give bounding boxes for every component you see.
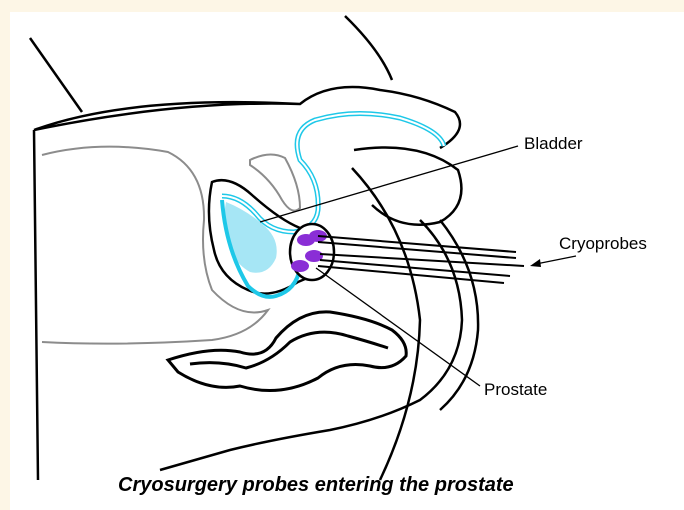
figure-caption: Cryosurgery probes entering the prostate: [118, 474, 514, 497]
torso-back-outline: [30, 38, 82, 112]
prostate-leader-line: [316, 268, 480, 386]
cryoprobes-arrow: [530, 256, 576, 267]
scrotum-outline: [354, 148, 461, 225]
bladder-wall-cyan-inner: [222, 113, 444, 232]
cryoprobes-label: Cryoprobes: [559, 234, 647, 254]
probe-tip-4: [291, 260, 309, 272]
bladder-label: Bladder: [524, 134, 583, 154]
perineum-curve-inner: [352, 168, 420, 480]
torso-front-outline: [345, 16, 392, 80]
prostate-label: Prostate: [484, 380, 547, 400]
cryoprobe-lines: [318, 236, 524, 283]
rectum-outline: [168, 312, 406, 391]
